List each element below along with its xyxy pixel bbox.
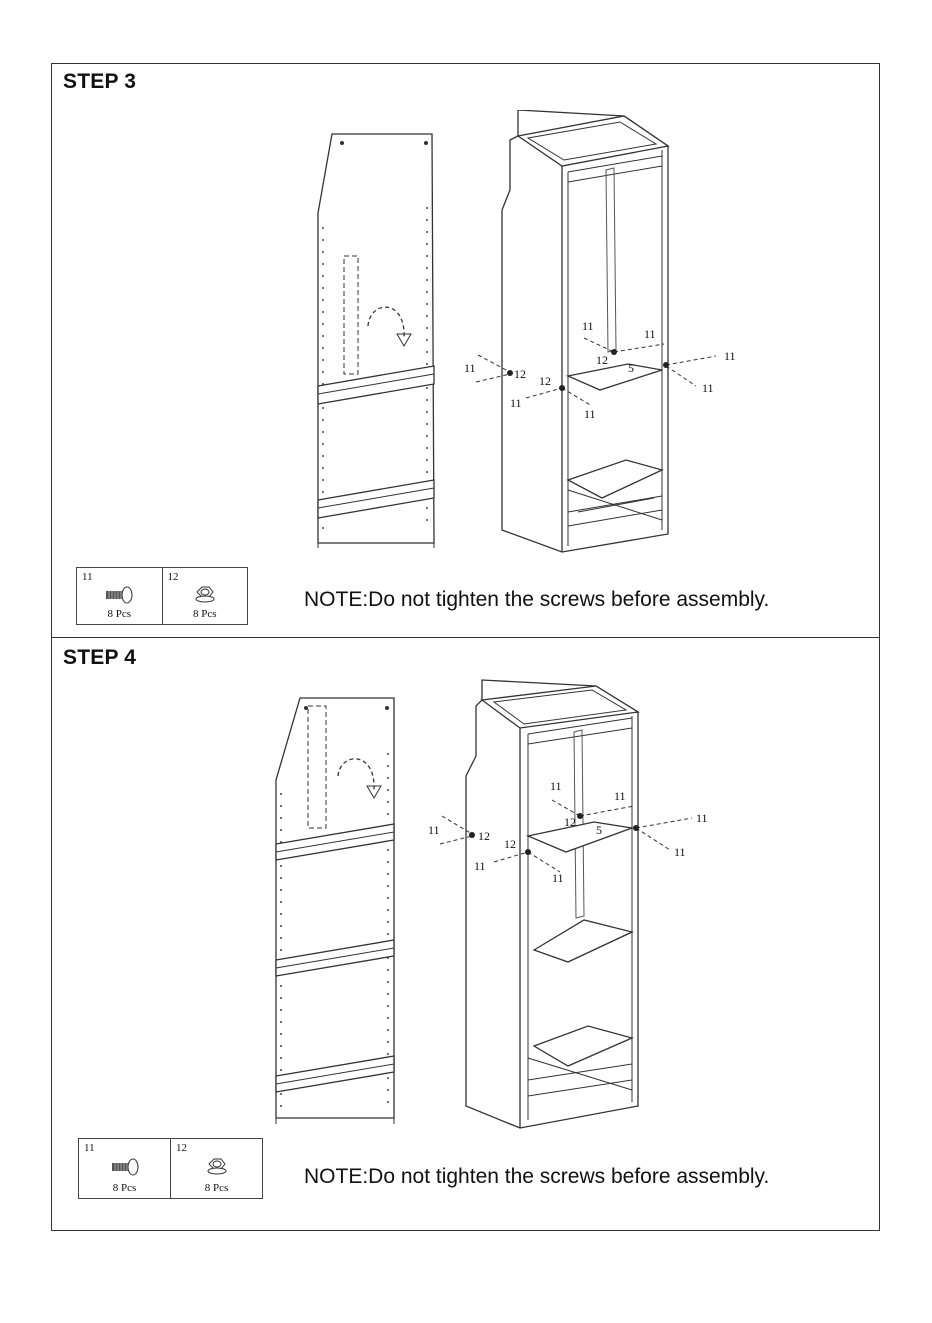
step-3-title: STEP 3 [63,70,136,94]
svg-text:12: 12 [539,374,551,388]
part-quantity: 8 Pcs [163,608,248,620]
step-3-parts-table: 11 8 Pcs 12 8 Pcs [76,567,248,625]
step-3-cabinet-diagram: 11 12 12 11 11 11 11 12 5 11 11 [458,110,748,555]
svg-text:11: 11 [474,859,486,873]
parts-cell-screw: 11 8 Pcs [79,1139,171,1198]
part-quantity: 8 Pcs [77,608,162,620]
nut-icon [194,584,216,604]
svg-text:11: 11 [428,823,440,837]
step-4-cabinet-diagram: 11 12 12 11 11 11 11 12 5 11 11 [424,676,724,1132]
svg-text:5: 5 [596,823,602,837]
svg-text:11: 11 [702,381,714,395]
part-number: 12 [168,571,179,583]
svg-text:5: 5 [628,361,634,375]
nut-icon [206,1156,228,1176]
svg-text:11: 11 [464,361,476,375]
step-divider [51,637,880,638]
svg-text:12: 12 [478,829,490,843]
step-4-side-panel-diagram [268,694,404,1126]
step-3-side-panel-diagram [300,128,450,553]
svg-text:12: 12 [504,837,516,851]
step-4-parts-table: 11 8 Pcs 12 8 Pcs [78,1138,263,1199]
svg-text:11: 11 [582,319,594,333]
screw-icon [104,586,134,604]
svg-text:11: 11 [614,789,626,803]
svg-text:11: 11 [552,871,564,885]
part-quantity: 8 Pcs [79,1182,170,1194]
svg-text:11: 11 [724,349,736,363]
svg-text:11: 11 [510,396,522,410]
svg-text:11: 11 [696,811,708,825]
step-4-title: STEP 4 [63,646,136,670]
svg-text:12: 12 [596,353,608,367]
part-number: 12 [176,1142,187,1154]
part-quantity: 8 Pcs [171,1182,262,1194]
parts-cell-nut: 12 8 Pcs [163,568,248,624]
part-number: 11 [84,1142,95,1154]
svg-text:12: 12 [514,367,526,381]
svg-text:11: 11 [644,327,656,341]
parts-cell-nut: 12 8 Pcs [171,1139,262,1198]
step-4-note: NOTE:Do not tighten the screws before as… [304,1165,769,1189]
svg-text:12: 12 [564,815,576,829]
svg-text:11: 11 [674,845,686,859]
parts-cell-screw: 11 8 Pcs [77,568,163,624]
screw-icon [110,1158,140,1176]
svg-text:11: 11 [550,779,562,793]
part-number: 11 [82,571,93,583]
svg-text:11: 11 [584,407,596,421]
step-3-note: NOTE:Do not tighten the screws before as… [304,588,769,612]
